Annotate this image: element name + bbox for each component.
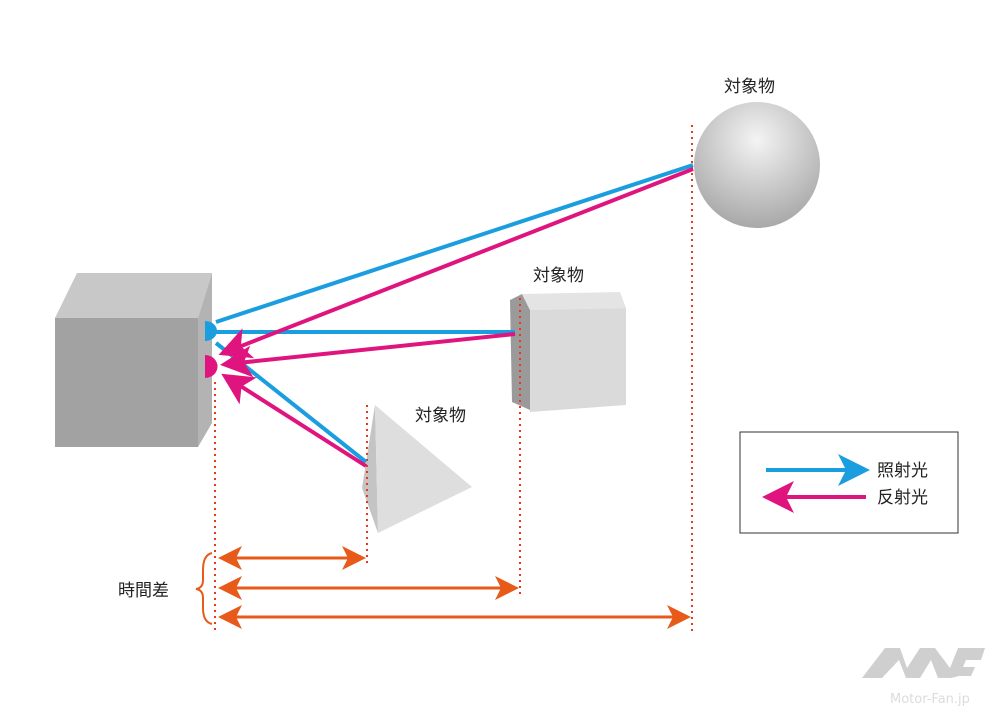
pyramid-object	[362, 405, 472, 533]
legend-emitted: 照射光	[877, 461, 928, 481]
emitter-icon	[205, 321, 217, 341]
light-beams	[214, 163, 694, 468]
time-difference-arrows	[218, 546, 691, 629]
cube-object	[510, 292, 626, 412]
motor-fan-logo: Motor-Fan.jp	[862, 648, 985, 707]
brace-icon	[195, 552, 213, 625]
legend-reflected: 反射光	[877, 488, 928, 508]
receiver-icon	[205, 355, 218, 378]
cube-label: 対象物	[533, 266, 584, 286]
sphere-object	[694, 102, 820, 228]
pyramid-label: 対象物	[415, 406, 466, 426]
sphere-label: 対象物	[724, 77, 775, 97]
legend: 照射光 反射光	[739, 431, 959, 534]
sensor-box	[55, 273, 218, 447]
time-difference-label: 時間差	[118, 581, 169, 601]
watermark-text: Motor-Fan.jp	[890, 692, 970, 707]
guide-lines	[214, 125, 693, 632]
